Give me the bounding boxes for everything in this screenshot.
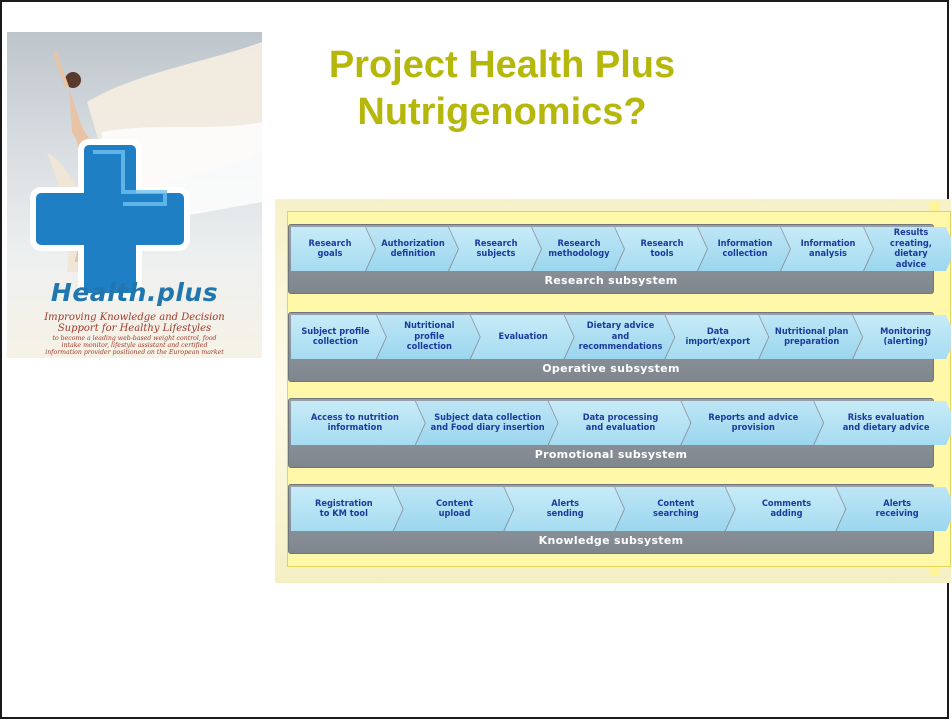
- subsystem-label: Promotional subsystem: [534, 448, 688, 461]
- process-step: Registration to KM tool: [291, 487, 403, 531]
- process-step: Research goals: [291, 227, 375, 271]
- process-step: Authorization definition: [366, 227, 458, 271]
- process-step: Nutritional plan preparation: [759, 315, 862, 359]
- subsystem-label: Research subsystem: [544, 274, 678, 287]
- poster-tagline-line: Improving Knowledge and Decision: [44, 312, 225, 323]
- poster-brand-logo: Health.plus: [50, 278, 219, 307]
- process-step: Data import/export: [665, 315, 768, 359]
- process-step: Research methodology: [532, 227, 624, 271]
- process-step: Subject profile collection: [291, 315, 386, 359]
- process-step: Risks evaluation and dietary advice: [814, 401, 951, 445]
- process-step: Dietary advice and recommendations: [565, 315, 675, 359]
- process-step: Alerts sending: [504, 487, 624, 531]
- poster-tagline-line: Support for Healthy Lifestyles: [57, 323, 212, 334]
- process-step: Subject data collection and Food diary i…: [416, 401, 558, 445]
- process-step: Evaluation: [471, 315, 574, 359]
- process-step: Information collection: [698, 227, 790, 271]
- process-step: Comments adding: [726, 487, 846, 531]
- subsystem-label: Knowledge subsystem: [538, 534, 684, 547]
- process-step: Access to nutrition information: [291, 401, 425, 445]
- slide-title-line-1: Project Health Plus: [328, 44, 676, 86]
- slide-title-line-2: Nutrigenomics?: [357, 91, 647, 133]
- process-step: Content searching: [615, 487, 735, 531]
- process-step: Nutritional profile collection: [377, 315, 480, 359]
- process-step: Information analysis: [781, 227, 873, 271]
- process-step: Results creating, dietary advice: [864, 227, 951, 271]
- poster-tagline: Improving Knowledge and Decision Support…: [7, 312, 262, 334]
- process-step: Research subjects: [449, 227, 541, 271]
- process-step: Reports and advice provision: [681, 401, 823, 445]
- subsystem-label: Operative subsystem: [542, 362, 680, 375]
- process-step: Monitoring (alerting): [853, 315, 951, 359]
- process-step: Content upload: [394, 487, 514, 531]
- poster-illustration: [30, 42, 262, 299]
- poster-description-line: intake monitor, lifestyle assistant and …: [61, 342, 208, 349]
- poster-description: to become a leading web-based weight con…: [7, 335, 262, 356]
- process-step: Data processing and evaluation: [549, 401, 691, 445]
- process-step: Research tools: [615, 227, 707, 271]
- poster-description-line: information provider positioned on the E…: [45, 349, 224, 356]
- process-step: Alerts receiving: [836, 487, 951, 531]
- health-plus-poster: Health.plus Improving Knowledge and Deci…: [7, 32, 262, 358]
- slide-title: Project Health Plus Nutrigenomics?: [292, 42, 712, 136]
- poster-description-line: to become a leading web-based weight con…: [52, 335, 217, 342]
